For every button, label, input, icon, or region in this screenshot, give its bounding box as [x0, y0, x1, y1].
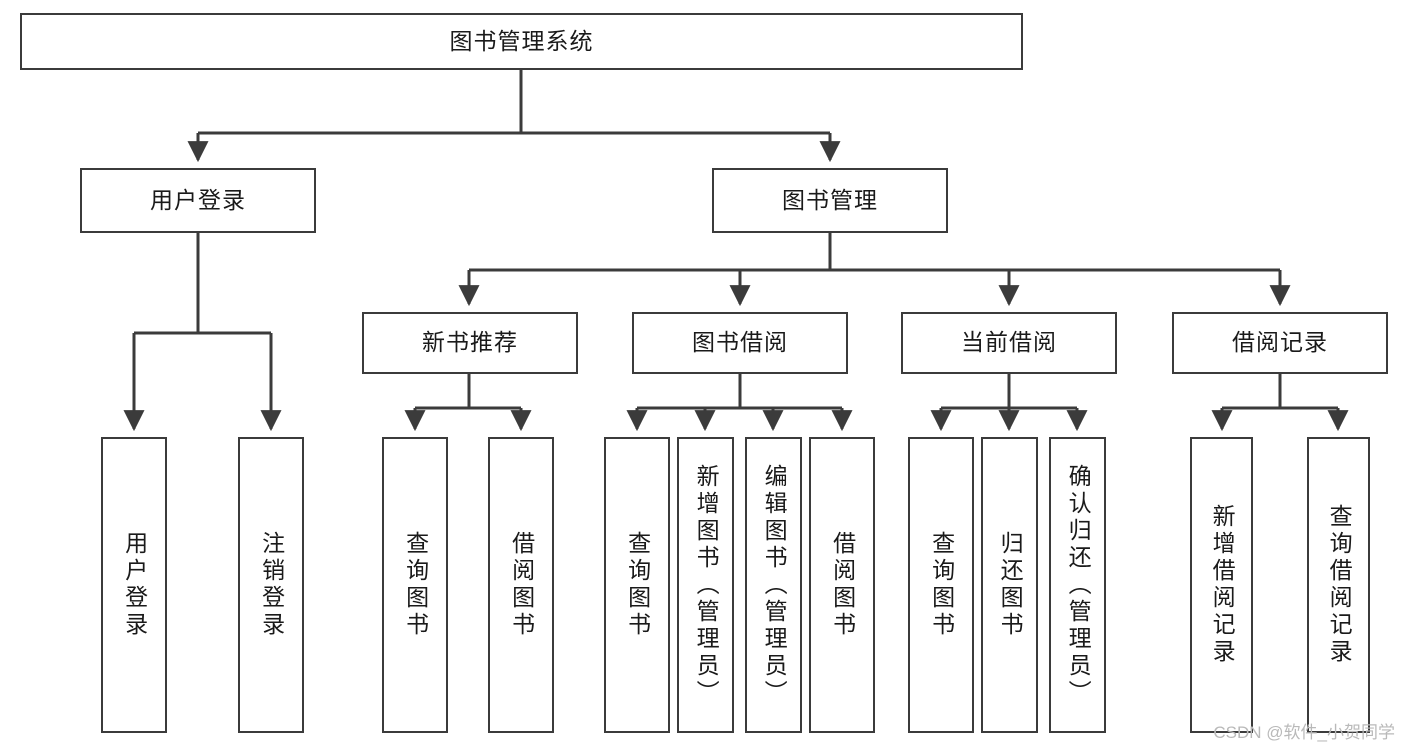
node-label: 图书管理系统	[449, 27, 594, 54]
node-book-borrow[interactable]: 图书借阅	[632, 312, 848, 374]
leaf-add-borrow-record[interactable]: 新增借阅记录	[1190, 437, 1253, 733]
node-label: 借阅记录	[1232, 329, 1328, 356]
leaf-query-borrow-record[interactable]: 查询借阅记录	[1307, 437, 1370, 733]
node-label: 图书借阅	[692, 329, 788, 356]
node-label: 用户登录	[150, 186, 246, 213]
leaf-query-book-new-book[interactable]: 查询图书	[382, 437, 448, 733]
node-current-borrow[interactable]: 当前借阅	[901, 312, 1117, 374]
node-label: 新增图书（管理员）	[693, 463, 720, 707]
node-label: 新书推荐	[422, 329, 518, 356]
leaf-user-login[interactable]: 用户登录	[101, 437, 167, 733]
node-label: 查询借阅记录	[1326, 504, 1353, 666]
leaf-logout[interactable]: 注销登录	[238, 437, 304, 733]
node-label: 借阅图书	[508, 531, 535, 639]
csdn-watermark: CSDN @软件_小贺同学	[1213, 723, 1395, 742]
leaf-return-book[interactable]: 归还图书	[981, 437, 1038, 733]
node-label: 当前借阅	[961, 329, 1057, 356]
leaf-query-book-borrow[interactable]: 查询图书	[604, 437, 670, 733]
leaf-borrow-book-new-book[interactable]: 借阅图书	[488, 437, 554, 733]
node-label: 编辑图书（管理员）	[761, 463, 788, 707]
node-label: 图书管理	[782, 186, 878, 213]
node-label: 借阅图书	[829, 531, 856, 639]
leaf-borrow-book-borrow[interactable]: 借阅图书	[809, 437, 875, 733]
leaf-query-book-current[interactable]: 查询图书	[908, 437, 974, 733]
node-label: 注销登录	[258, 531, 285, 639]
node-borrow-record[interactable]: 借阅记录	[1172, 312, 1388, 374]
node-root-book-management-system[interactable]: 图书管理系统	[20, 13, 1023, 70]
leaf-add-book-admin[interactable]: 新增图书（管理员）	[677, 437, 734, 733]
leaf-confirm-return-admin[interactable]: 确认归还（管理员）	[1049, 437, 1106, 733]
node-user-login[interactable]: 用户登录	[80, 168, 316, 233]
node-label: 用户登录	[121, 531, 148, 639]
leaf-edit-book-admin[interactable]: 编辑图书（管理员）	[745, 437, 802, 733]
node-new-book-recommend[interactable]: 新书推荐	[362, 312, 578, 374]
node-label: 查询图书	[928, 531, 955, 639]
node-label: 查询图书	[402, 531, 429, 639]
node-book-management[interactable]: 图书管理	[712, 168, 948, 233]
node-label: 查询图书	[624, 531, 651, 639]
node-label: 新增借阅记录	[1209, 504, 1236, 666]
node-label: 归还图书	[997, 531, 1024, 639]
node-label: 确认归还（管理员）	[1065, 463, 1092, 707]
